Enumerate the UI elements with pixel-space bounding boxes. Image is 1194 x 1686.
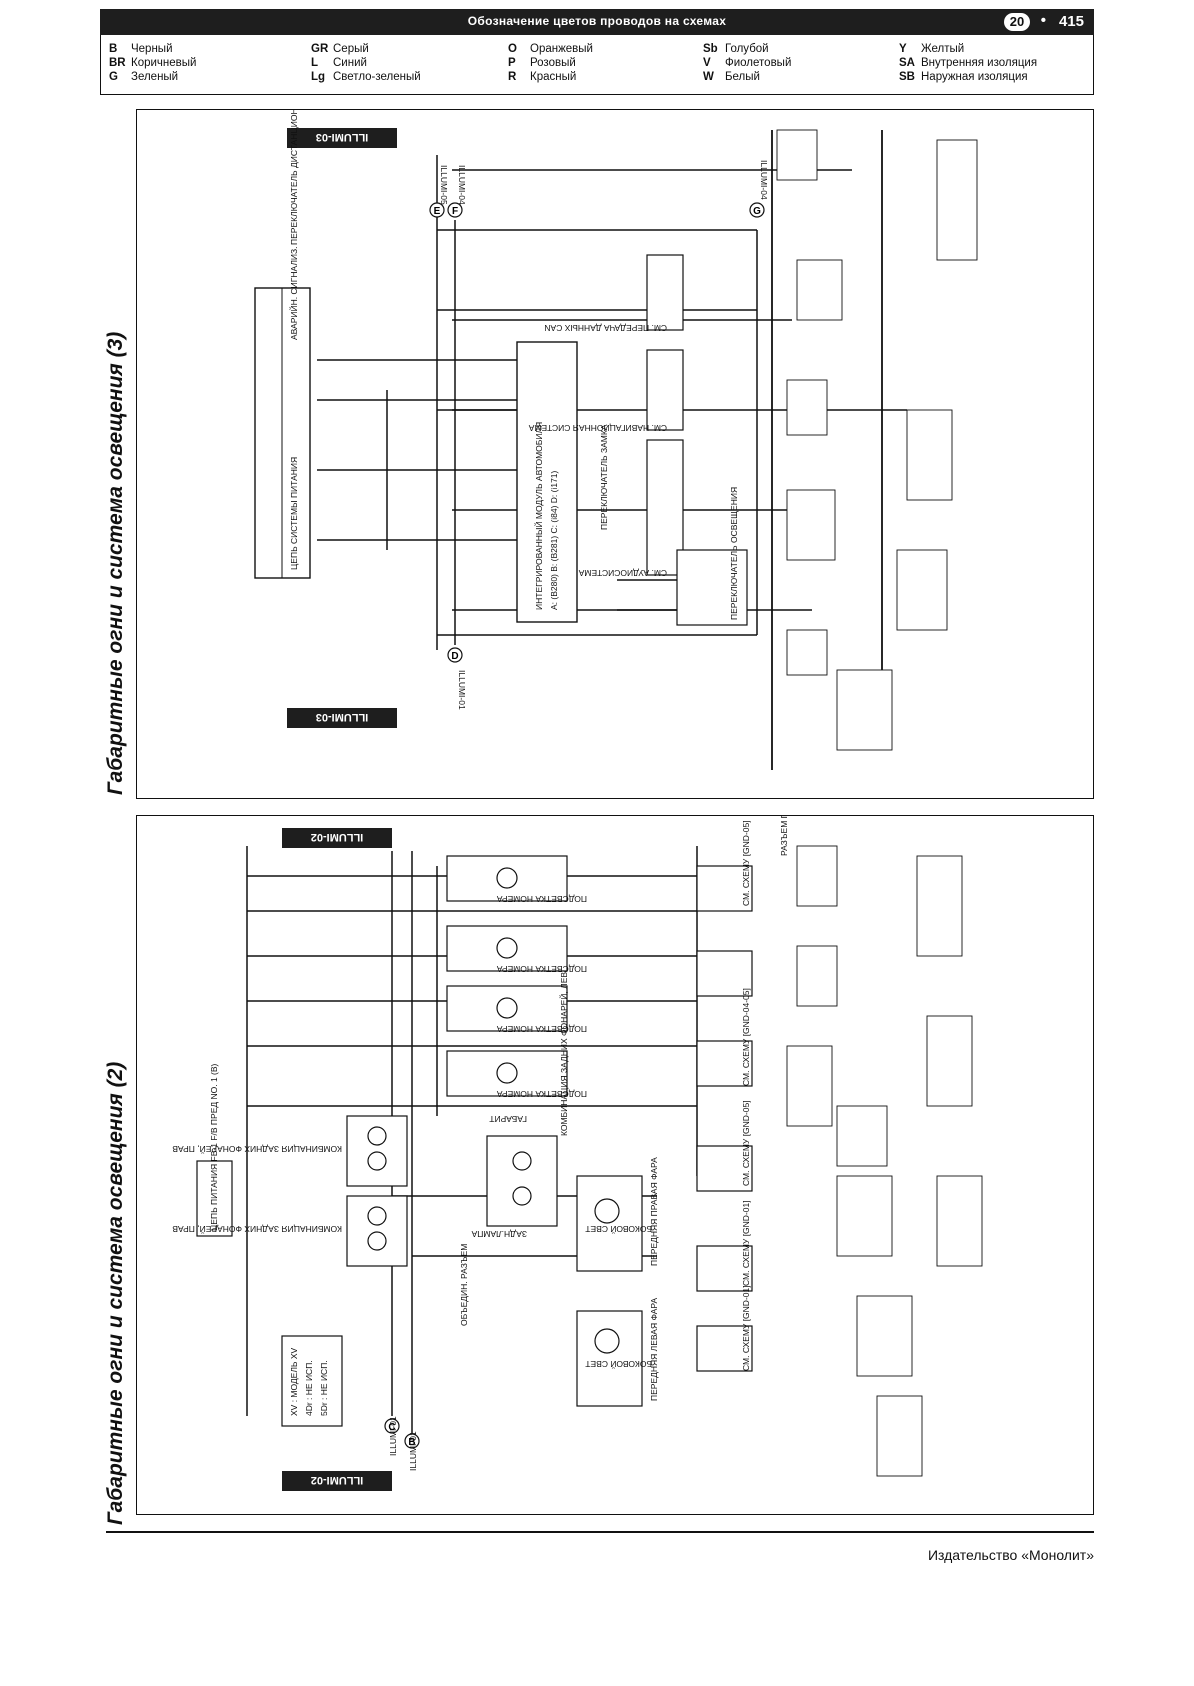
mirror-label: ПЕРЕКЛЮЧАТЕЛЬ ДИСТАНЦИОННОГО УПРАВЛЕНИЯ … (289, 110, 299, 245)
panel3-tag-top-text: ILLUMI-03 (316, 131, 369, 143)
panel3-tag-bottom-text: ILLUMI-03 (316, 711, 369, 723)
plate-label-2: ПОДСВЕТКА НОМЕРА (496, 964, 587, 974)
panel2-tag-bottom (282, 1471, 392, 1491)
chapter-badge: 20 (1004, 13, 1030, 31)
page-header: Обозначение цветов проводов на схемах 20… (100, 9, 1094, 35)
panel3-tag-bottom (287, 708, 397, 728)
connector-E: E (434, 206, 441, 217)
note-5d: 5Dr : НЕ ИСП. (319, 1360, 329, 1416)
plate-label-1: ПОДСВЕТКА НОМЕРА (496, 894, 587, 904)
light-switch-box (676, 549, 748, 626)
diagram-panel-3: ILLUMI-03 ILLUMI-03 E F G D ILLUMI-05 IL… (136, 0, 1094, 799)
footer-rule (106, 1531, 1094, 1533)
audio-box (646, 439, 684, 576)
header-title: Обозначение цветов проводов на схемах (467, 14, 727, 28)
side-light-label: БОКОВОЙ СВЕТ (585, 1224, 652, 1235)
label-illumi-04: ILLUMI-04 (457, 165, 467, 205)
label-illumi-05: ILLUMI-05 (439, 165, 449, 205)
head-left-label: ПЕРЕДНЯЯ ЛЕВАЯ ФАРА (649, 1297, 659, 1401)
ground-ref-1: СМ. СХЕМУ [GND-05] (741, 820, 751, 906)
note-4d: 4Dr : НЕ ИСП. (304, 1360, 314, 1416)
connector-D: D (451, 651, 458, 662)
label-illumi-01-d: ILLUMI-01 (457, 670, 467, 710)
panel2-tag-bottom-text: ILLUMI-02 (311, 1474, 364, 1486)
wiring-diagram-2: ILLUMI-02 ILLUMI-02 C B ILLUMI-01 ILLUMI… (172, 776, 983, 1491)
nav-label: СМ. НАВИГАЦИОННАЯ СИСТЕМА (528, 423, 667, 433)
tail-right-label: КОМБИНАЦИЯ ЗАДНИХ ФОНАРЕЙ, ПРАВ (172, 1144, 342, 1155)
plate-label-4: ПОДСВЕТКА НОМЕРА (496, 1089, 587, 1099)
connector-B: B (408, 1437, 415, 1448)
panel2-tag-top-text: ILLUMI-02 (311, 831, 364, 843)
panel2-tag-top (282, 828, 392, 848)
power-box-label: ЦЕПЬ ПИТАНИЯ FB-1 F/B ПРЕД NO. 1 (B) (209, 1063, 219, 1231)
can-box (646, 254, 684, 331)
nav-box (646, 349, 684, 431)
tail-right-label-2: КОМБИНАЦИЯ ЗАДНИХ ФОНАРЕЙ, ПРАВ (172, 1224, 342, 1235)
header-separator: • (1040, 12, 1046, 29)
side-light-label-2: БОКОВОЙ СВЕТ (585, 1359, 652, 1370)
connector-C: C (388, 1422, 395, 1433)
integrated-module-box (516, 341, 578, 623)
label-illumi-04-g: ILLUMI-04 (759, 160, 769, 200)
gabarit-label: ГАБАРИТ (489, 1114, 527, 1124)
hazard-label: АВАРИЙН. СИГНАЛИЗ. (288, 246, 299, 340)
wiring-diagram-3: ILLUMI-03 ILLUMI-03 E F G D ILLUMI-05 IL… (254, 0, 978, 770)
label-illumi-01-b: ILLUMI-01 (408, 1431, 418, 1471)
ground-ref-2: СМ. СХЕМУ [GND-04-05] (741, 988, 751, 1086)
tail-left-label: КОМБИНАЦИЯ ЗАДНИХ ФОНАРЕЙ, ЛЕВ (558, 972, 569, 1136)
section-title-2: Габаритные огни и система освещения (2) (104, 1061, 127, 1525)
joint-connector-label: ОБЪЕДИН. РАЗЪЕМ (459, 1244, 469, 1326)
plate-label-3: ПОДСВЕТКА НОМЕРА (496, 1024, 587, 1034)
connector-F: F (452, 206, 458, 217)
section-title-3: Габаритные огни и система освещения (3) (104, 331, 127, 795)
tail-lamp-label: ЗАДН.ЛАМПА (471, 1229, 527, 1239)
ground-ref-4: СМ. СХЕМУ [GND-01] (741, 1200, 751, 1286)
diagram-panel-2: ILLUMI-02 ILLUMI-02 C B ILLUMI-01 ILLUMI… (136, 776, 1094, 1515)
ignition-switch-label: ПЕРЕКЛЮЧАТЕЛЬ ЗАМКА (599, 424, 609, 530)
module-title: ИНТЕГРИРОВАННЫЙ МОДУЛЬ АВТОМОБИЛЯ (533, 422, 544, 610)
can-label: СМ. ПЕРЕДАЧА ДАННЫХ CAN (544, 323, 667, 333)
panel3-tag-top (287, 128, 397, 148)
page-number: 415 (1058, 13, 1084, 30)
audio-label: СМ. АУДИОСИСТЕМА (578, 568, 667, 578)
note-xv: XV : МОДЕЛЬ XV (289, 1347, 299, 1416)
label-illumi-01-c: ILLUMI-01 (388, 1416, 398, 1456)
head-right-label: ПЕРЕДНЯЯ ПРАВАЯ ФАРА (649, 1157, 659, 1266)
module-connectors: A: (B280) B: (B281) C: (i84) D: (i171) (549, 470, 559, 610)
ground-ref-5: СМ. СХЕМУ [GND-01] (741, 1285, 751, 1371)
ground-ref-3: СМ. СХЕМУ [GND-05] (741, 1100, 751, 1186)
light-switch-label: ПЕРЕКЛЮЧАТЕЛЬ ОСВЕЩЕНИЯ (729, 487, 739, 620)
trailer-label: РАЗЪЕМ ПРИЦЕПА (779, 816, 789, 856)
publisher-footer: Издательство «Монолит» (927, 1547, 1094, 1563)
power-box-title: ЦЕПЬ СИСТЕМЫ ПИТАНИЯ (289, 457, 299, 570)
connector-G: G (753, 206, 761, 217)
